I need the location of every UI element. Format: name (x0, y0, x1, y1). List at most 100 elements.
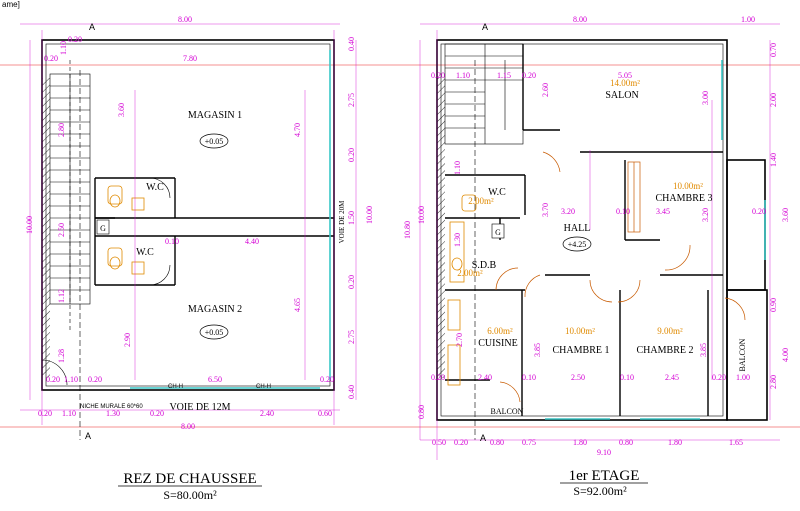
first-dim-top-total: 8.00 (573, 15, 587, 24)
first-dim-row-d: 2.50 (571, 373, 585, 382)
ground-magasin1-label: MAGASIN 1 (188, 110, 242, 121)
ground-doors (41, 177, 171, 386)
first-dim-in-e: 0.20 (752, 207, 766, 216)
first-salon-area: 14.00m² (610, 78, 640, 88)
ground-dim-bot-f: 0.60 (318, 409, 332, 418)
first-dim-in-d: 3.45 (656, 207, 670, 216)
ground-dim-bot-a: 0.20 (38, 409, 52, 418)
first-dim-row-h: 1.00 (736, 373, 750, 382)
ground-dim-in-r1: 4.70 (293, 123, 302, 137)
ground-dim-r-e: 0.20 (347, 275, 356, 289)
ground-section-a-bottom: A (85, 431, 91, 441)
first-hatched-wall (437, 78, 445, 378)
ground-g-box (96, 219, 110, 235)
first-dim-top-a: 0.20 (431, 71, 445, 80)
first-dim-row-e: 0.10 (620, 373, 634, 382)
ground-magasin2-label: MAGASIN 2 (188, 304, 242, 315)
first-sdb-area: 2.00m² (457, 268, 483, 278)
ground-dim-r-c: 0.20 (347, 148, 356, 162)
first-walls (436, 39, 768, 421)
first-dim-row-c: 0.10 (522, 373, 536, 382)
ground-road-side-label: VOIE DE 20M (338, 200, 346, 244)
ground-floor-plan: MAGASIN 1 +0.05 MAGASIN 2 +0.05 W.C W.C … (20, 15, 374, 502)
first-section-a-top: A (482, 22, 488, 32)
first-dim-top-e: 5.05 (618, 71, 632, 80)
first-chambre2-label: CHAMBRE 2 (637, 345, 694, 356)
first-dim-bot-f: 0.80 (619, 438, 633, 447)
first-wc-area: 2.00m² (468, 196, 494, 206)
first-dim-left-total: 10.80 (403, 221, 412, 239)
first-dim-left-c: 2.60 (541, 83, 550, 97)
ground-dim-left-total: 10.00 (25, 216, 34, 234)
first-chambre3-label: CHAMBRE 3 (656, 193, 713, 204)
first-dim-bot-h: 1.65 (729, 438, 743, 447)
first-hall-level: +4.25 (568, 240, 587, 249)
ground-dim-top-inner: 7.80 (183, 54, 197, 63)
first-balcon1-label: BALCON (491, 407, 524, 416)
ground-dim-r-a: 0.40 (347, 37, 356, 51)
ground-road-label: VOIE DE 12M (169, 402, 230, 413)
first-dim-bot-total: 9.10 (597, 448, 611, 457)
ground-level-2: +0.05 (205, 328, 224, 337)
first-title: 1er ETAGE (569, 468, 640, 484)
first-dim-row-g: 0.20 (712, 373, 726, 382)
first-dim-bal-h: 0.80 (417, 405, 426, 419)
ground-area: S=80.00m² (163, 488, 217, 502)
ground-chh1-label: CH-H (168, 384, 183, 390)
ground-level-marker-2 (199, 324, 229, 340)
first-dim-bot-a: 0.50 (432, 438, 446, 447)
ground-dim-bot-total: 8.00 (181, 422, 195, 431)
first-cuisine-label: CUISINE (478, 338, 517, 349)
ground-dim-r-total: 10.00 (365, 206, 374, 224)
first-dim-in-f: 3.20 (701, 208, 710, 222)
ground-axis-lines (20, 23, 357, 425)
ground-g-label: G (100, 224, 106, 233)
first-doors (495, 151, 746, 403)
ground-dim-in-r2: 4.65 (293, 298, 302, 312)
first-dim-bot-c: 0.80 (490, 438, 504, 447)
first-dim-r-a: 0.70 (769, 43, 778, 57)
ground-dim-r-g: 0.40 (347, 385, 356, 399)
first-dim-left-d: 1.10 (453, 161, 462, 175)
ground-toilet-fixtures (107, 185, 145, 275)
frame-lines (0, 64, 800, 428)
ground-dim-mid-a: 4.40 (245, 237, 259, 246)
first-dim-r-f: 4.00 (781, 348, 790, 362)
first-dim-bot-g: 1.80 (668, 438, 682, 447)
first-dim-c1-h: 3.85 (533, 343, 542, 357)
ground-dim-row-a: 0.20 (46, 375, 60, 384)
first-chambre2-area: 9.00m² (657, 326, 683, 336)
first-dim-in-h: 3.00 (701, 91, 710, 105)
ground-level-marker-1 (199, 133, 229, 149)
ground-dim-row-e: 0.20 (320, 375, 334, 384)
ground-dim-in-a: 3.60 (117, 103, 126, 117)
ground-title: REZ DE CHAUSSEE (123, 471, 256, 487)
ground-dim-row-d: 6.50 (208, 375, 222, 384)
first-sdb-label: S.D.B (472, 260, 497, 271)
first-dim-r-b: 2.00 (769, 93, 778, 107)
first-salon-label: SALON (605, 90, 638, 101)
ground-dim-r-b: 2.75 (347, 93, 356, 107)
ground-dim-top-w3: 0.20 (68, 35, 82, 44)
ground-dim-in-b: 2.90 (123, 333, 132, 347)
first-dim-in-b: 3.20 (561, 207, 575, 216)
frame-label: ame] (0, 0, 22, 9)
first-glazing (545, 60, 766, 420)
ground-dim-left-f: 1.28 (57, 349, 66, 363)
ground-dim-top-w2: 1.10 (59, 41, 68, 55)
first-chambre1-area: 10.00m² (565, 326, 595, 336)
ground-dim-left-b: 2.50 (57, 223, 66, 237)
first-dim-row-a: 0.20 (431, 373, 445, 382)
first-dim-bot-d: 0.75 (522, 438, 536, 447)
ground-niche-label: NICHE MURALE 60*60 (80, 404, 143, 410)
ground-wc2-label: W.C (136, 247, 154, 258)
ground-dim-left-a: 2.80 (57, 123, 66, 137)
ground-dim-top-total: 8.00 (178, 15, 192, 24)
ground-dim-bot-e: 2.40 (260, 409, 274, 418)
first-chambre3-area: 10.00m² (673, 181, 703, 191)
first-dim-row-b: 2.40 (478, 373, 492, 382)
first-dim-bot-b: 0.20 (454, 438, 468, 447)
ground-walls (41, 39, 335, 391)
first-balcon2-label: BALCON (738, 338, 747, 371)
